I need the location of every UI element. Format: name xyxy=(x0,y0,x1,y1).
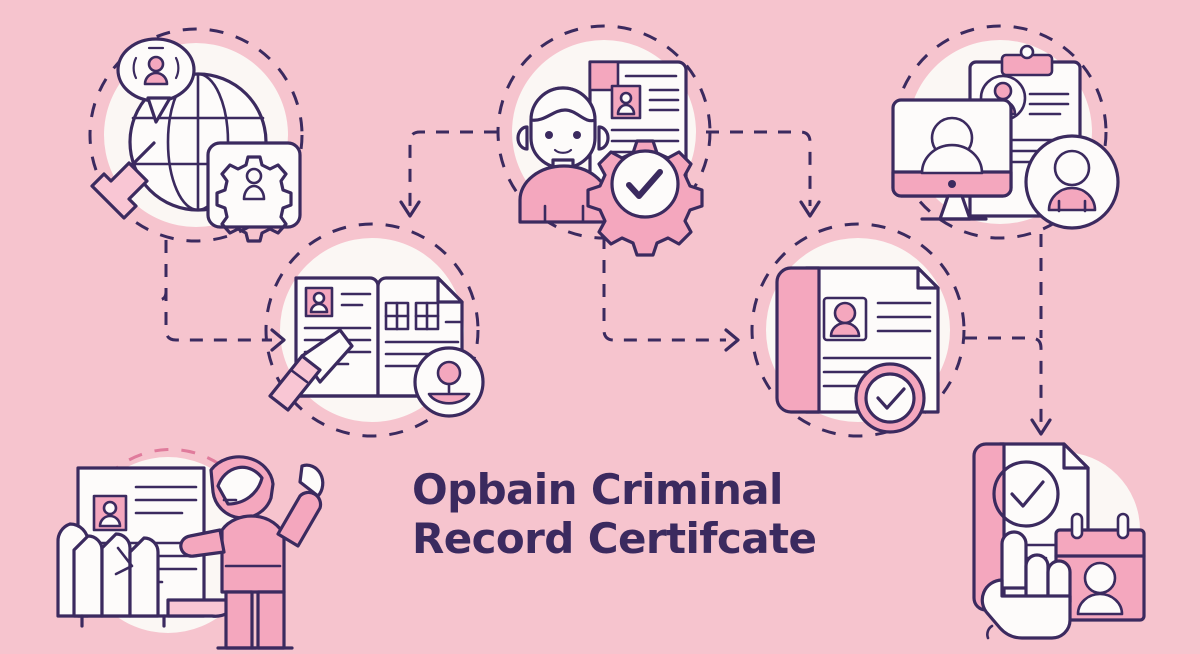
conn-certificate-to-collect xyxy=(964,336,1052,436)
person-icon xyxy=(516,86,610,224)
page-title: Opbain Criminal Record Certifcate xyxy=(412,465,842,563)
node-record-review xyxy=(268,276,485,418)
conn-record-to-certificate xyxy=(602,236,740,352)
node-collect-certificate xyxy=(972,442,1146,640)
title-line-1: Opbain Criminal xyxy=(412,465,783,514)
node-applicant-profile xyxy=(516,60,704,257)
speech-bubble-user-icon xyxy=(116,37,196,124)
dashed-arc-bottom-left xyxy=(90,447,248,499)
gear-user-icon xyxy=(206,141,302,243)
user-avatar-circle-icon xyxy=(1024,134,1120,230)
gear-check-icon xyxy=(586,139,704,257)
title-line-2: Record Certifcate xyxy=(412,513,817,563)
pointing-hand-icon xyxy=(980,530,1072,640)
conn-applicant-to-record xyxy=(399,130,497,218)
conn-global-to-record xyxy=(157,240,286,352)
hand-document-icon xyxy=(56,466,234,628)
conn-applicant-to-certificate xyxy=(706,130,821,218)
dashed-ring-middle-right xyxy=(750,222,966,438)
stamp-icon xyxy=(268,328,354,412)
id-calendar-card-icon xyxy=(1054,512,1146,622)
monitor-user-icon xyxy=(891,98,1013,221)
dashed-ring-middle-left xyxy=(264,222,480,438)
user-badge-circle-icon xyxy=(413,346,485,418)
check-circle-icon xyxy=(854,362,926,434)
plug-icon xyxy=(90,141,156,220)
node-global-access xyxy=(90,37,302,243)
waving-person-icon xyxy=(179,455,325,650)
node-online-submission xyxy=(891,44,1120,230)
node-certificate-issued xyxy=(775,266,940,434)
node-applicant-handover xyxy=(56,455,325,650)
dashed-ring-top-left xyxy=(88,27,304,243)
